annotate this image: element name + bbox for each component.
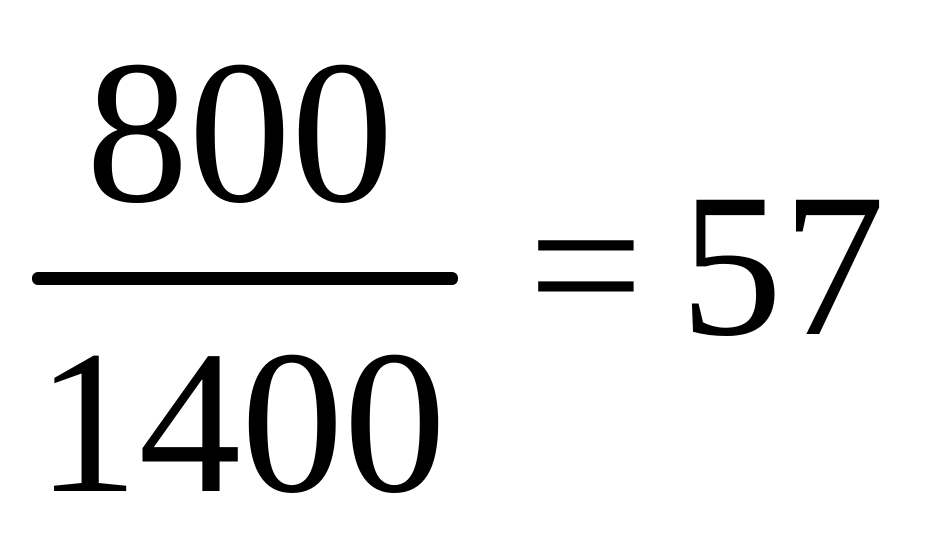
fraction-bar [32, 272, 458, 285]
result: 57 [680, 152, 885, 379]
denominator: 1400 [36, 309, 446, 536]
numerator: 800 [86, 19, 394, 246]
equals-sign: = [528, 152, 644, 379]
